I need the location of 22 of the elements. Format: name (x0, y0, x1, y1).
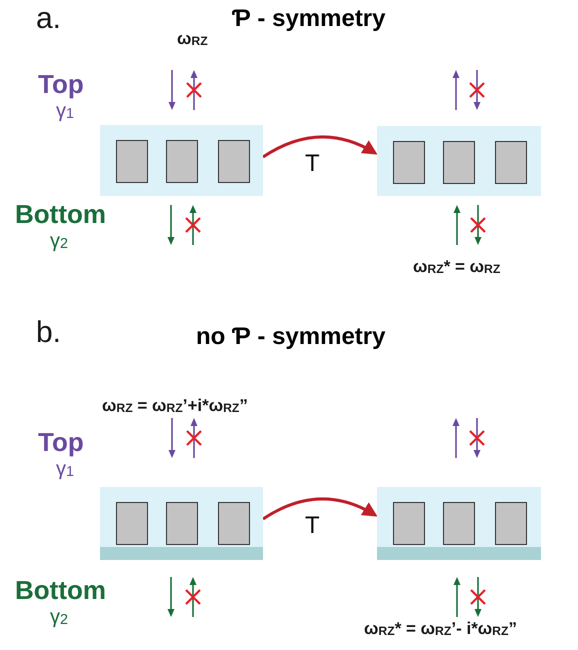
layer-label: Top (38, 70, 84, 99)
curved-arrow (262, 136, 378, 158)
slab-drawing (377, 126, 541, 196)
panel-title: Ƥ - symmetry (232, 6, 386, 32)
panel-letter: b. (36, 316, 62, 349)
slab-drawing (100, 487, 263, 560)
symbol: γ$_{2}$ (50, 230, 68, 253)
panel-letter: a. (36, 2, 62, 35)
layer-label: Bottom (15, 200, 106, 229)
symbol: γ$_{2}$ (50, 606, 68, 629)
formula: ω$_{RZ}$ (177, 30, 208, 49)
slab-drawing (100, 125, 263, 196)
symbol: γ$_{1}$ (56, 100, 74, 123)
formula: ω$_{RZ}$* = ω$_{RZ}$’- i*ω$_{RZ}$” (364, 620, 517, 639)
layer-label: Bottom (15, 576, 106, 605)
panel-title: no Ƥ - symmetry (196, 324, 386, 350)
layer-label: Top (38, 428, 84, 457)
formula: ω$_{RZ}$* = ω$_{RZ}$ (413, 258, 500, 277)
formula: ω$_{RZ}$ = ω$_{RZ}$’+i*ω$_{RZ}$” (102, 397, 248, 416)
symbol: γ$_{1}$ (56, 458, 74, 481)
curved-arrow (262, 498, 378, 520)
slab-drawing (377, 487, 541, 560)
